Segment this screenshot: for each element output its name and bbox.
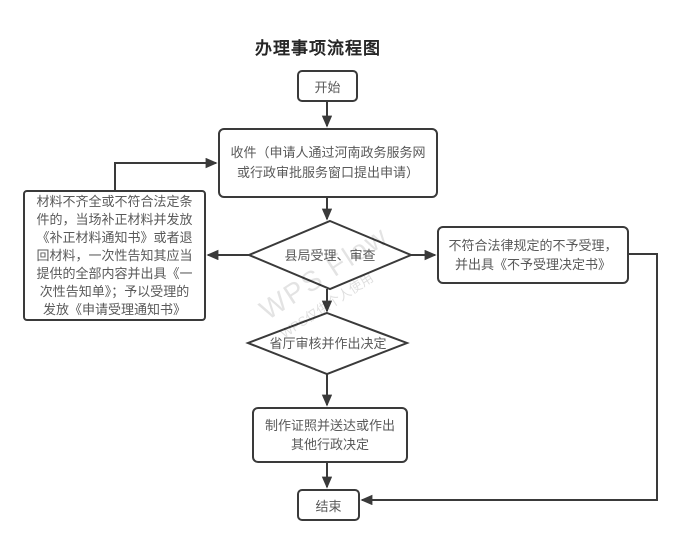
node-receive: 收件（申请人通过河南政务服务网或行政审批服务窗口提出申请）	[218, 128, 438, 198]
node-supplement-note: 材料不齐全或不符合法定条件的，当场补正材料并发放《补正材料通知书》或者退回材料，…	[23, 190, 206, 321]
node-province-decision-label: 省厅审核并作出决定	[269, 336, 387, 351]
decision-province-decision-shape	[245, 311, 410, 376]
node-reject-note: 不符合法律规定的不予受理，并出具《不予受理决定书》	[437, 226, 629, 284]
node-start: 开始	[297, 70, 358, 102]
decision-county-review-shape	[246, 219, 414, 291]
node-county-review-label: 县局受理、审查	[284, 248, 376, 263]
node-issue-decision: 制作证照并送达或作出其他行政决定	[252, 407, 408, 463]
connector-reject-note-to-end	[360, 253, 658, 506]
connector-supplement-note-to-receive	[114, 157, 218, 190]
page-title: 办理事项流程图	[255, 39, 381, 58]
node-end: 结束	[297, 489, 360, 521]
